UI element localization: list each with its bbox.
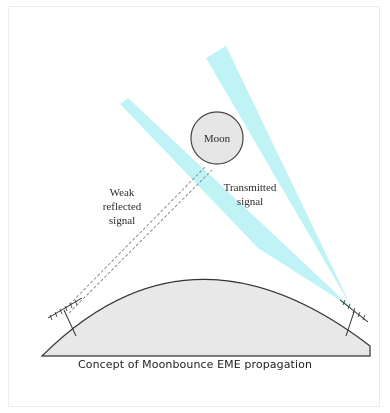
earth xyxy=(40,278,371,357)
reflected-signal-label-line-1: Weak xyxy=(110,187,135,199)
transmitted-signal-label-line-2: signal xyxy=(237,196,263,208)
receive-antenna xyxy=(47,297,83,337)
reflected-signal-label-line-3: signal xyxy=(109,215,135,227)
transmitted-beam-lower xyxy=(120,98,352,308)
transmitted-signal-label-line-1: Transmitted xyxy=(224,182,277,194)
transmitted-beam-upper xyxy=(206,46,352,308)
reflected-signal-label-line-2: reflected xyxy=(103,201,142,213)
moon xyxy=(190,111,244,165)
reflected-signal-line-1 xyxy=(65,166,206,309)
reflected-signal-line-2 xyxy=(68,169,213,314)
moon-label: Moon xyxy=(204,133,231,145)
figure-caption: Concept of Moonbounce EME propagation xyxy=(77,358,313,371)
transmit-antenna xyxy=(339,299,369,337)
